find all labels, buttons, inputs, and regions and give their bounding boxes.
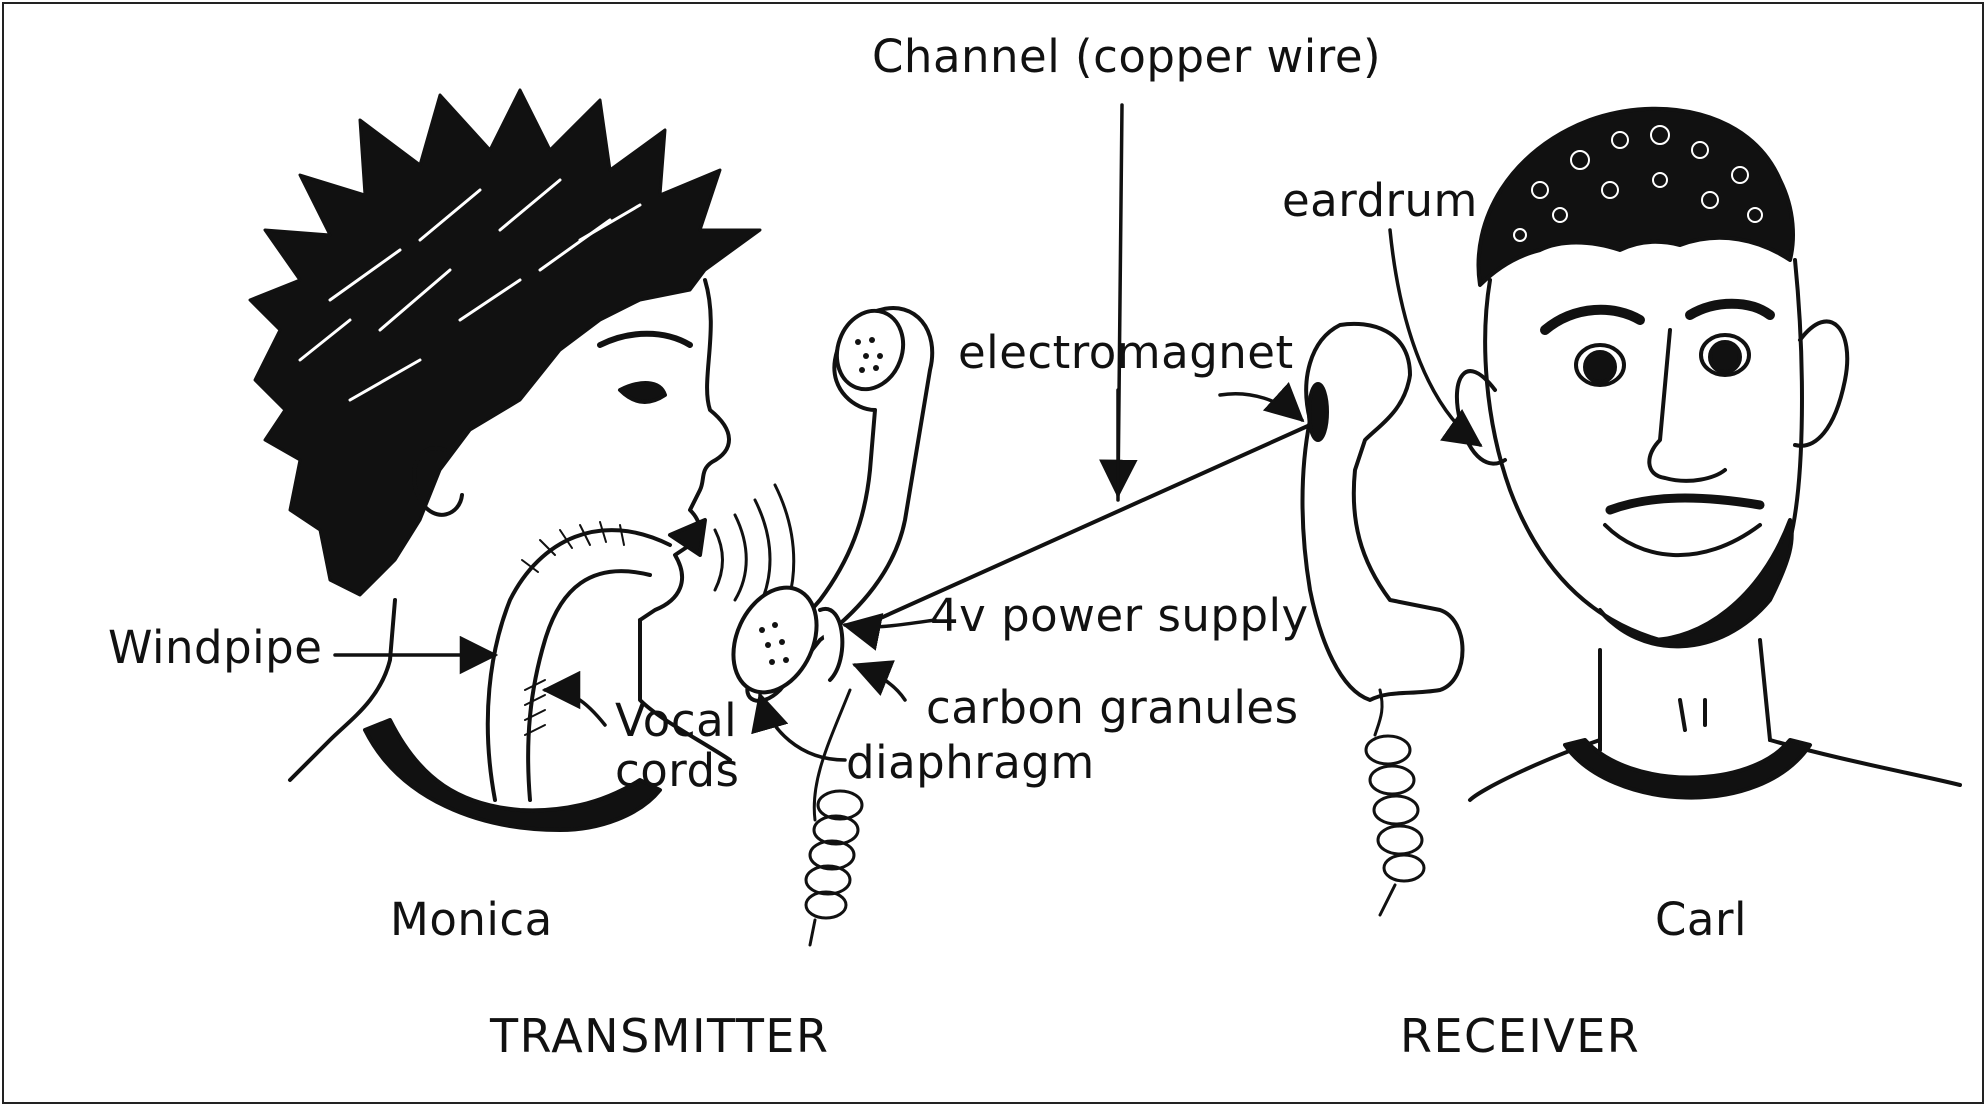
diaphragm-arrow <box>760 695 845 760</box>
vocal-cords-label-line1: Vocal <box>615 696 740 746</box>
eardrum-label: eardrum <box>1282 178 1478 223</box>
carbon-granules-label: carbon granules <box>926 685 1299 730</box>
power-supply-arrow <box>845 620 935 627</box>
vocal-cords-label: Vocal cords <box>615 696 740 797</box>
transmitter-caption: TRANSMITTER <box>490 1013 829 1059</box>
electromagnet-arrow <box>1220 394 1302 420</box>
electromagnet-earpiece <box>1309 384 1327 440</box>
carl-figure <box>1457 109 1960 800</box>
channel-label: Channel (copper wire) <box>872 34 1381 79</box>
carl-name-label: Carl <box>1655 897 1747 942</box>
vocal-cords-arrow <box>545 690 605 725</box>
vocal-cords-label-line2: cords <box>615 746 740 796</box>
receiver-caption: RECEIVER <box>1400 1013 1640 1059</box>
windpipe-label: Windpipe <box>108 625 322 670</box>
carl-hair <box>1478 109 1793 285</box>
electromagnet-label: electromagnet <box>958 330 1294 375</box>
carbon-granules-arrow <box>855 665 905 700</box>
eardrum-arrow <box>1390 230 1480 445</box>
power-supply-label: 4v power supply <box>930 593 1309 638</box>
diaphragm-label: diaphragm <box>846 740 1095 785</box>
monica-name-label: Monica <box>390 897 553 942</box>
receiver-handset <box>1303 324 1463 915</box>
